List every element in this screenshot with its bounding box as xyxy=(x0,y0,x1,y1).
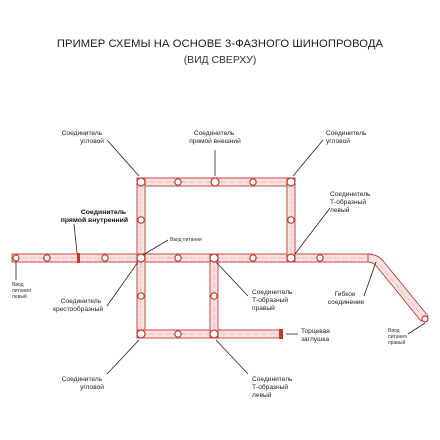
diagram-title: ПРИМЕР СХЕМЫ НА ОСНОВЕ 3-ФАЗНОГО ШИНОПРО… xyxy=(56,38,384,50)
label-corner-top-left: Соединитель угловой xyxy=(62,130,105,145)
label-t-right: Соединитель Т-образный правый xyxy=(252,289,294,312)
joint-mid-vertical xyxy=(210,292,218,300)
joint-top-a xyxy=(174,178,182,186)
diagram-subtitle: (ВИД СВЕРХУ) xyxy=(183,55,257,66)
joint-t-right xyxy=(209,253,219,263)
label-t-left-lower: Соединитель Т-образный левый xyxy=(252,376,294,399)
joint-main-b xyxy=(249,254,257,262)
rail-flexible xyxy=(367,253,429,322)
label-power-input-right: Ввод питания правый xyxy=(388,328,408,346)
joint-straight-internal xyxy=(77,253,80,263)
end-cap xyxy=(279,329,283,339)
joint-main-c xyxy=(316,254,324,262)
label-cross: Соединитель крестообразный xyxy=(53,298,103,313)
joint-mid-left xyxy=(137,216,145,224)
label-t-left-upper: Соединитель Т-образный левый xyxy=(330,191,372,214)
joint-t-left-lower xyxy=(209,329,219,339)
label-flexible: Гибкое соединение xyxy=(328,290,365,306)
joint-mid-right xyxy=(287,216,295,224)
joint-bottom-a xyxy=(174,330,182,338)
joint-left-lower-mid xyxy=(137,292,145,300)
joint-corner-top-right xyxy=(286,177,296,187)
labels: Соединитель угловой Соединитель прямой в… xyxy=(12,130,408,399)
label-end-cap: Торцевая заглушка xyxy=(301,328,332,343)
connector-joints xyxy=(12,177,429,339)
joint-corner-top-left xyxy=(136,177,146,187)
power-input-right-end xyxy=(421,315,429,323)
label-corner-top-right: Соединитель угловой xyxy=(326,130,368,145)
joint-main-left-a xyxy=(43,254,51,262)
leader-lines xyxy=(15,139,426,375)
joint-main-a xyxy=(174,254,182,262)
joint-t-left-upper xyxy=(286,253,296,263)
joint-straight-external xyxy=(210,177,220,187)
label-power-input-left: Ввод питания левый xyxy=(12,282,32,300)
power-input-left-end xyxy=(12,254,20,262)
joint-corner-bottom xyxy=(136,329,146,339)
label-straight-internal: Соединитель прямой внутренний xyxy=(61,209,128,224)
joint-main-left-b xyxy=(101,254,109,262)
label-corner-bottom: Соединитель угловой xyxy=(62,376,105,391)
label-power-input-top: Ввод питания xyxy=(170,237,202,243)
joint-top-b xyxy=(249,178,257,186)
joint-cross xyxy=(136,253,146,263)
label-straight-external: Соединитель прямой внешний xyxy=(189,130,241,145)
